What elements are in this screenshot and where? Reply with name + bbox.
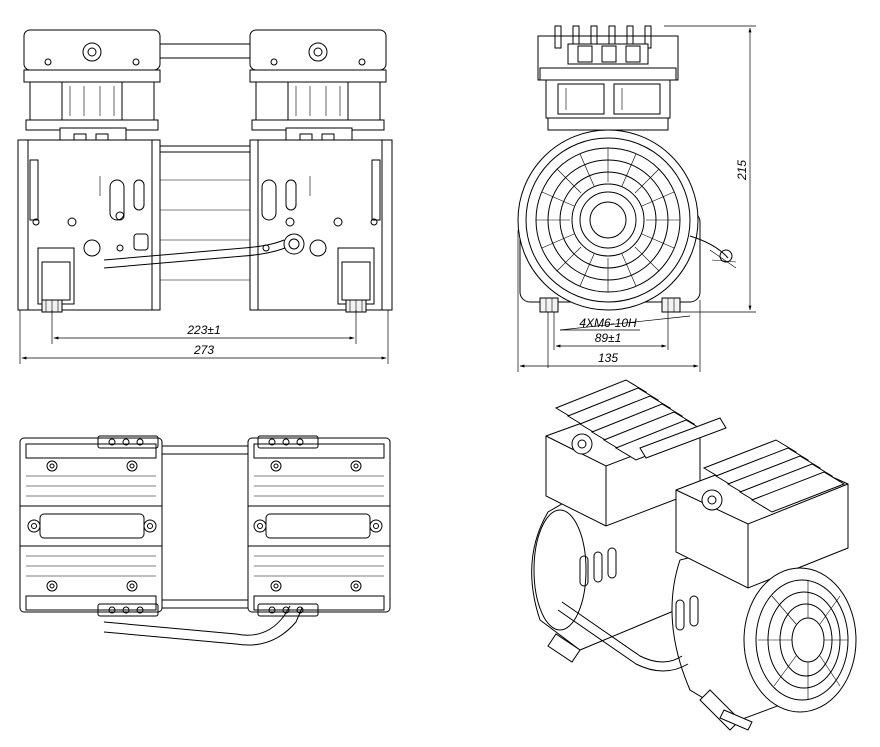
isometric-view [531, 379, 857, 731]
top-view [19, 435, 391, 646]
thread-callout: 4XM6-10H [547, 312, 691, 368]
thread-spec-label: 4XM6-10H [579, 316, 637, 330]
dimension-89: 89±1 [555, 331, 667, 348]
dimension-273: 273 [19, 310, 389, 364]
dimension-label-273: 273 [193, 343, 214, 357]
dimension-label-223: 223±1 [186, 323, 220, 337]
front-view: 223±1 273 [17, 29, 393, 364]
dimension-215: 215 [664, 25, 756, 313]
dimension-223: 223±1 [51, 310, 357, 344]
right-cylinder-head [249, 29, 387, 159]
dimension-label-215: 215 [735, 160, 749, 181]
side-view: 215 4XM6-10H 89±1 135 [517, 25, 756, 372]
dimension-135: 135 [517, 230, 701, 372]
dimension-label-135: 135 [598, 351, 618, 365]
side-head [537, 25, 679, 131]
iso-front-fins [702, 439, 846, 513]
fan-grille-ribs [536, 148, 680, 292]
power-cable [103, 233, 305, 269]
left-cylinder-head [23, 29, 161, 159]
dimension-label-89: 89±1 [595, 331, 622, 345]
